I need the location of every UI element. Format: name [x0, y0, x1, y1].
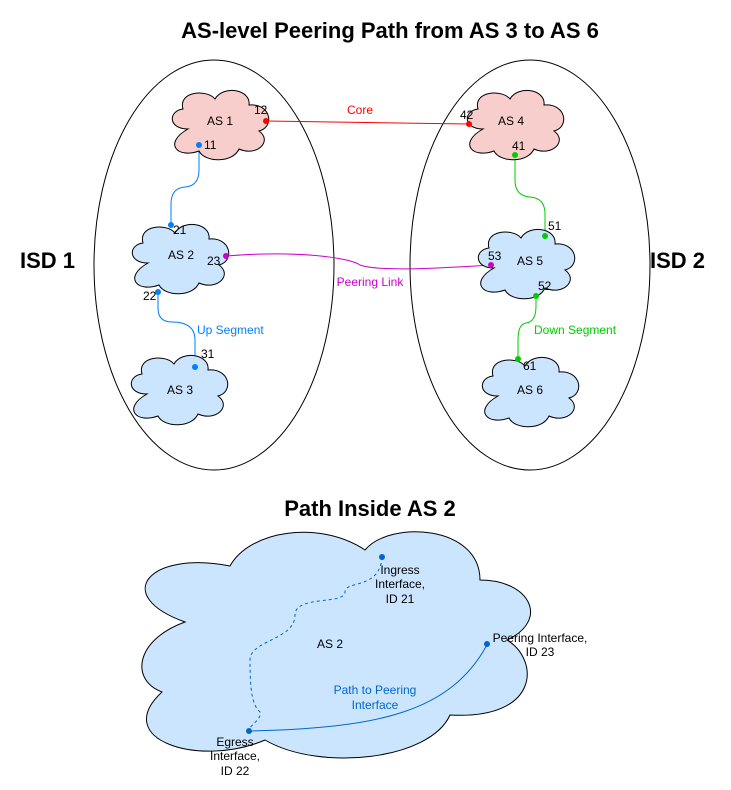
peering-label-1: Peering Interface, [493, 631, 588, 645]
if22-label: 22 [143, 289, 157, 303]
ingress-label-3: ID 21 [386, 592, 415, 606]
if42-dot [466, 121, 472, 127]
path-label-1: Path to Peering [334, 683, 417, 697]
if31-label: 31 [201, 347, 215, 361]
isd2-boundary [409, 59, 651, 471]
as6-label: AS 6 [517, 383, 543, 397]
if11-label: 11 [204, 138, 217, 152]
if41-dot [512, 152, 518, 158]
if51-label: 51 [548, 219, 562, 233]
if52-dot [533, 293, 539, 299]
core-link-label: Core [347, 103, 373, 117]
bottom-title: Path Inside AS 2 [284, 496, 456, 521]
egress-label-1: Egress [216, 735, 253, 749]
if21-label: 21 [173, 223, 187, 237]
if12-dot [263, 118, 269, 124]
if61-dot [515, 356, 521, 362]
path-to-peering [248, 644, 488, 732]
if11-dot [196, 142, 202, 148]
if42-label: 42 [460, 108, 474, 122]
ingress-dot [379, 554, 385, 560]
if12-label: 12 [254, 103, 268, 117]
up-segment-lower [157, 292, 196, 367]
if23-dot [223, 253, 229, 259]
as2-detail-label: AS 2 [317, 637, 343, 651]
up-segment-upper [170, 145, 200, 225]
as1-label: AS 1 [207, 114, 233, 128]
peering-label-2: ID 23 [526, 645, 555, 659]
if23-label: 23 [207, 254, 221, 268]
if31-dot [192, 364, 198, 370]
top-title: AS-level Peering Path from AS 3 to AS 6 [181, 18, 599, 43]
peering-dot [484, 641, 490, 647]
ingress-label-1: Ingress [380, 563, 419, 577]
as3-label: AS 3 [167, 383, 193, 397]
egress-label-2: Interface, [210, 749, 260, 763]
as2-label: AS 2 [168, 248, 194, 262]
peering-link [225, 253, 492, 270]
down-segment-label: Down Segment [534, 323, 617, 337]
if51-dot [542, 233, 548, 239]
as2-detail-cloud [141, 531, 531, 759]
peering-link-label: Peering Link [337, 275, 405, 289]
internal-dashed-path [248, 556, 383, 732]
as5-label: AS 5 [517, 254, 543, 268]
up-segment-label: Up Segment [197, 323, 264, 337]
if21-dot [168, 222, 174, 228]
ingress-label-2: Interface, [375, 577, 425, 591]
egress-label-3: ID 22 [221, 764, 250, 778]
down-segment-lower [517, 296, 537, 359]
isd2-label: ISD 2 [650, 248, 705, 273]
egress-dot [246, 728, 252, 734]
path-label-2: Interface [352, 698, 399, 712]
if61-label: 61 [523, 359, 537, 373]
down-segment-upper [514, 155, 546, 236]
isd1-label: ISD 1 [20, 248, 75, 273]
core-link [265, 120, 470, 125]
if52-label: 52 [538, 279, 552, 293]
if22-dot [155, 289, 161, 295]
if41-label: 41 [512, 139, 526, 153]
as4-label: AS 4 [498, 114, 524, 128]
isd1-boundary [93, 59, 335, 471]
if53-label: 53 [488, 249, 502, 263]
if53-dot [488, 262, 494, 268]
